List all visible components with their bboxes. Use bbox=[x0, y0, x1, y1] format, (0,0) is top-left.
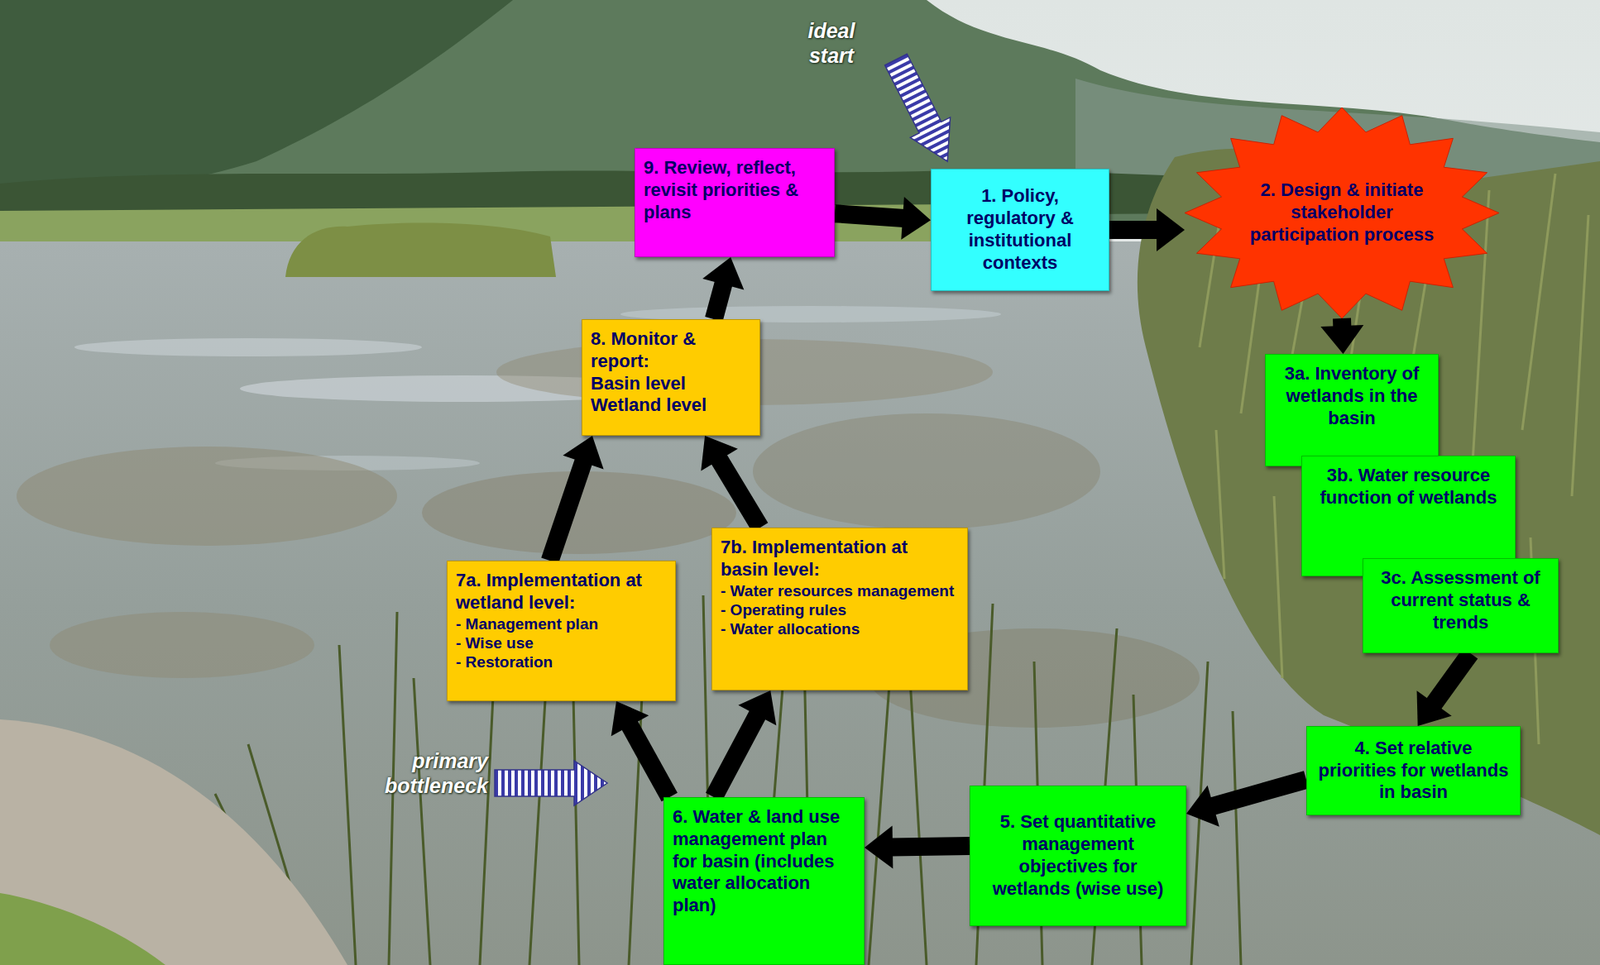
node-heading: 9. Review, reflect, revisit priorities &… bbox=[643, 157, 826, 224]
process-box: 5. Set quantitative management objective… bbox=[969, 785, 1187, 927]
node-content: 4. Set relative priorities for wetlands … bbox=[1315, 737, 1512, 805]
node-content: 2. Design & initiate stakeholder partici… bbox=[1238, 179, 1446, 246]
arrow-head bbox=[864, 825, 893, 869]
process-box: 7a. Implementation at wetland level:- Ma… bbox=[446, 560, 676, 702]
arrow-head bbox=[1320, 325, 1364, 355]
flow-arrow bbox=[713, 690, 777, 798]
node-heading: 5. Set quantitative management objective… bbox=[978, 811, 1178, 901]
node-line: - Management plan bbox=[455, 614, 667, 634]
arrow-shaft bbox=[834, 213, 905, 219]
flow-arrow bbox=[1186, 780, 1307, 828]
node-content: 8. Monitor & report:Basin levelWetland l… bbox=[590, 328, 752, 417]
node-heading: 6. Water & land use management plan for … bbox=[672, 806, 856, 918]
arrow-shaft bbox=[713, 282, 724, 320]
arrow-shaft bbox=[1211, 780, 1307, 807]
arrow-head bbox=[1186, 785, 1220, 828]
arrow-head bbox=[611, 701, 649, 737]
node-content: 3c. Assessment of current status & trend… bbox=[1371, 567, 1550, 634]
algae-patches bbox=[16, 339, 1200, 729]
arrow-shaft bbox=[1109, 220, 1159, 240]
node-line: - Operating rules bbox=[720, 600, 959, 620]
node-heading: 2. Design & initiate stakeholder partici… bbox=[1238, 179, 1446, 246]
flow-arrow bbox=[700, 435, 761, 528]
flow-arrow bbox=[1109, 208, 1185, 252]
node-line: Wetland level bbox=[590, 394, 752, 417]
process-box: 3a. Inventory of wetlands in the basin bbox=[1264, 354, 1439, 467]
callout-label: ideal start bbox=[785, 18, 877, 68]
flow-arrow bbox=[702, 257, 744, 320]
process-box: 9. Review, reflect, revisit priorities &… bbox=[634, 148, 835, 258]
arrow-head bbox=[1156, 208, 1185, 252]
flow-arrow bbox=[1417, 653, 1471, 727]
node-content: 5. Set quantitative management objective… bbox=[978, 811, 1178, 901]
node-content: 1. Policy, regulatory & institutional co… bbox=[939, 185, 1101, 274]
node-content: 3a. Inventory of wetlands in the basin bbox=[1274, 363, 1430, 430]
gravel-shore bbox=[0, 719, 348, 965]
callout-label: primary bottleneck bbox=[347, 748, 489, 799]
grass-corner bbox=[0, 893, 166, 965]
node-heading: 1. Policy, regulatory & institutional co… bbox=[939, 185, 1101, 274]
arrow-head bbox=[700, 435, 738, 472]
node-content: 7b. Implementation at basin level:- Wate… bbox=[720, 536, 959, 639]
arrow-shaft bbox=[550, 460, 585, 561]
bottleneck-arrow bbox=[494, 761, 608, 806]
arrow-head bbox=[900, 196, 931, 240]
flow-arrow bbox=[834, 196, 931, 240]
node-heading: 7a. Implementation at wetland level: bbox=[455, 570, 667, 615]
node-heading: 3b. Water resource function of wetlands bbox=[1310, 464, 1507, 510]
process-box: 4. Set relative priorities for wetlands … bbox=[1306, 726, 1521, 816]
foreground-reeds bbox=[215, 579, 1241, 965]
node-content: 6. Water & land use management plan for … bbox=[672, 806, 856, 918]
node-line: - Water allocations bbox=[720, 619, 959, 639]
node-content: 3b. Water resource function of wetlands bbox=[1310, 464, 1507, 510]
arrow-head bbox=[1417, 690, 1452, 727]
node-heading: 7b. Implementation at basin level: bbox=[720, 536, 959, 582]
arrow-head bbox=[702, 257, 744, 291]
node-line: Basin level bbox=[590, 373, 752, 396]
flow-arrow bbox=[1320, 318, 1364, 355]
arrow-head bbox=[562, 435, 604, 470]
arrow-head bbox=[737, 690, 777, 726]
node-line: - Water resources management bbox=[720, 581, 959, 601]
flow-arrow bbox=[611, 701, 671, 798]
node-heading: 3a. Inventory of wetlands in the basin bbox=[1274, 363, 1430, 430]
arrow-shaft bbox=[891, 846, 970, 848]
starburst-node: 2. Design & initiate stakeholder partici… bbox=[1184, 107, 1500, 319]
ideal-start-arrow bbox=[876, 49, 968, 173]
process-box: 6. Water & land use management plan for … bbox=[663, 797, 865, 965]
node-content: 9. Review, reflect, revisit priorities &… bbox=[643, 157, 826, 224]
node-heading: 3c. Assessment of current status & trend… bbox=[1371, 567, 1550, 634]
node-heading: 4. Set relative priorities for wetlands … bbox=[1315, 737, 1512, 805]
node-heading: 8. Monitor & report: bbox=[590, 328, 752, 374]
near-hill bbox=[0, 0, 513, 199]
process-box: 7b. Implementation at basin level:- Wate… bbox=[711, 527, 968, 691]
arrow-shaft bbox=[628, 724, 670, 798]
reed-clump bbox=[285, 223, 556, 278]
process-box: 3c. Assessment of current status & trend… bbox=[1362, 558, 1559, 654]
node-content: 7a. Implementation at wetland level:- Ma… bbox=[455, 570, 667, 672]
flow-arrow bbox=[864, 825, 970, 869]
process-box: 1. Policy, regulatory & institutional co… bbox=[930, 168, 1110, 292]
node-line: - Restoration bbox=[455, 652, 667, 672]
starburst-fill bbox=[1184, 107, 1500, 319]
flow-arrow bbox=[550, 435, 604, 561]
arrow-shaft bbox=[1432, 653, 1471, 705]
arrow-shaft bbox=[713, 713, 759, 798]
process-box: 8. Monitor & report:Basin levelWetland l… bbox=[581, 319, 761, 436]
arrow-shaft bbox=[718, 458, 761, 528]
node-line: - Wise use bbox=[455, 633, 667, 653]
